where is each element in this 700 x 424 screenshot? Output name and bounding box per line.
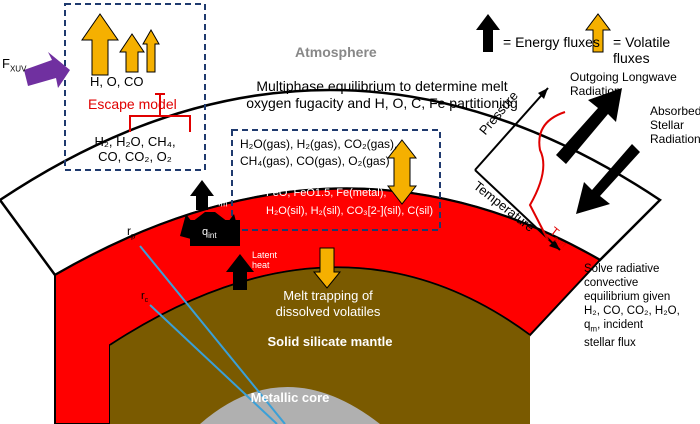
solve-line3: equilibrium given	[584, 291, 671, 303]
escape-model-title: Escape model	[88, 96, 177, 112]
latent-line1: Latent	[252, 250, 278, 260]
mantle-layer	[110, 267, 530, 424]
gas-species-list: H₂O(gas), H₂(gas), CO₂(gas), CH₄(gas), C…	[240, 136, 397, 170]
escape-arrow-co-icon	[142, 28, 160, 73]
escape-species-line1: H₂, H₂O, CH₄,	[94, 134, 176, 149]
asr-label: Absorbed Stellar Radiation	[650, 104, 700, 146]
melt-trapping-arrow-icon	[312, 247, 342, 289]
escape-arrow-o-icon	[119, 33, 145, 73]
melt-trapping-line2: dissolved volatiles	[275, 304, 381, 319]
qm-arrow-icon	[190, 180, 214, 210]
gas-species-line2: CH₄(gas), CO(gas), O₂(gas)	[240, 154, 390, 168]
legend-volatile-label: = Volatile fluxes	[613, 34, 671, 66]
radius-line-rc	[149, 304, 278, 424]
pt-pressure-axis	[474, 87, 549, 171]
metallic-core	[200, 387, 380, 424]
olr-line2: Radiation	[570, 84, 621, 98]
asr-line3: Radiation	[650, 132, 700, 146]
multiphase-description: Multiphase equilibrium to determine melt…	[232, 78, 532, 112]
radius-line-rp	[139, 245, 286, 424]
core-label: Metallic core	[250, 390, 330, 405]
pt-temperature-curve	[528, 111, 566, 241]
radius-rc-label: rc	[141, 290, 149, 305]
atmosphere-label: Atmosphere	[295, 44, 377, 60]
solve-description: Solve radiative convective equilibrium g…	[584, 262, 680, 350]
fxuv-arrow-icon	[24, 52, 70, 88]
melt-trapping-label: Melt trapping of dissolved volatiles	[258, 288, 398, 320]
solve-line2: convective	[584, 277, 639, 289]
olr-arrow-icon	[556, 88, 622, 164]
escape-species-top: H, O, CO	[90, 74, 144, 89]
legend-energy-label: = Energy fluxes	[503, 34, 600, 50]
gas-species-line1: H₂O(gas), H₂(gas), CO₂(gas),	[240, 137, 398, 151]
escape-bracket	[129, 93, 191, 132]
qint-label: qint	[202, 226, 217, 241]
asr-arrow-icon	[576, 144, 640, 214]
solve-line5: qm, incident	[584, 319, 644, 334]
solve-line4: H₂, CO, CO₂, H₂O,	[584, 305, 680, 317]
melt-species-line1: FeO, FeO1.5, Fe(metal),	[266, 187, 387, 199]
solve-line1: Solve radiative	[584, 263, 660, 275]
escape-species-line2: CO, CO₂, O₂	[98, 149, 172, 164]
escape-species-list: H₂, H₂O, CH₄, CO, CO₂, O₂	[70, 134, 200, 164]
melt-species-line2: H₂O(sil), H₂(sil), CO₃[2-](sil), C(sil)	[266, 205, 433, 217]
multiphase-line1: Multiphase equilibrium to determine melt	[256, 78, 508, 94]
melt-species-list: FeO, FeO1.5, Fe(metal), H₂O(sil), H₂(sil…	[266, 184, 433, 220]
gas-partition-box	[231, 129, 441, 231]
melt-trapping-line1: Melt trapping of	[283, 288, 373, 303]
exchange-arrow-icon	[386, 139, 418, 205]
fxuv-label: FXUV	[2, 56, 27, 74]
multiphase-line2: oxygen fugacity and H, O, C, Fe partitio…	[246, 95, 518, 111]
mantle-label: Solid silicate mantle	[267, 334, 393, 349]
latent-line2: heat	[252, 260, 270, 270]
latent-heat-label: Latent heat	[252, 250, 277, 270]
olr-label: Outgoing Longwave Radiation	[570, 70, 677, 98]
legend-volatile-arrow-icon	[585, 13, 611, 53]
radius-rp-label: rp	[127, 224, 136, 241]
olr-line1: Outgoing Longwave	[570, 70, 677, 84]
legend-energy-arrow-icon	[476, 14, 500, 52]
latent-heat-arrow-icon	[226, 254, 254, 290]
asr-line1: Absorbed	[650, 104, 700, 118]
escape-model-box	[64, 3, 206, 171]
solve-line6: stellar flux	[584, 337, 636, 350]
qm-label: qm	[214, 192, 228, 209]
asr-line2: Stellar	[650, 118, 685, 132]
escape-arrow-h-icon	[81, 13, 119, 76]
